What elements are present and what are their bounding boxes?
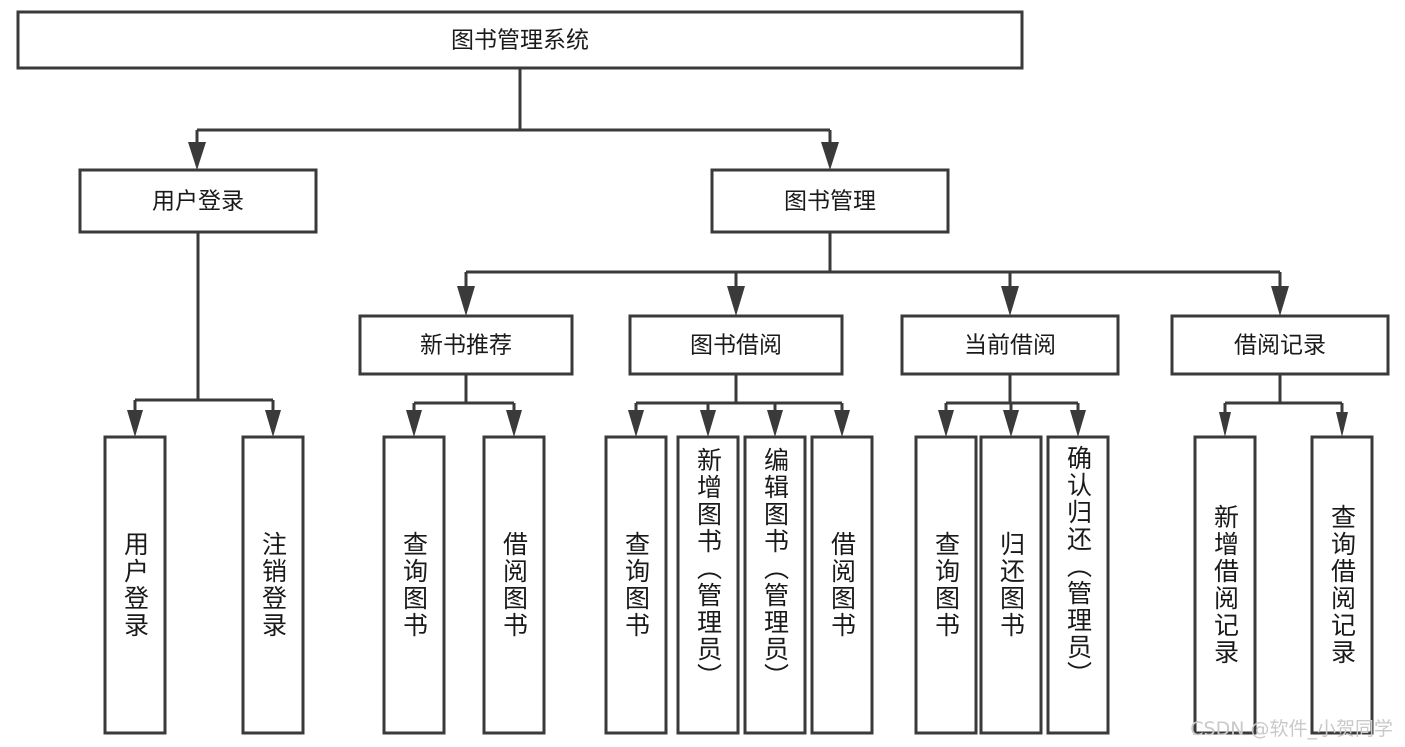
arrow-to-leaf-query-book-3 bbox=[938, 410, 954, 437]
arrow-to-current-borrow bbox=[1001, 286, 1019, 316]
arrow-to-user-login bbox=[188, 142, 206, 170]
arrow-to-leaf-user-login bbox=[127, 410, 143, 437]
arrow-to-leaf-return-book bbox=[1003, 410, 1019, 437]
node-current-borrow-label: 当前借阅 bbox=[964, 333, 1056, 359]
arrow-to-book-borrow bbox=[727, 286, 745, 316]
leaf-box-add-record[interactable] bbox=[1193, 435, 1257, 735]
arrow-to-borrow-record bbox=[1271, 286, 1289, 316]
node-book-borrow-label: 图书借阅 bbox=[690, 333, 782, 359]
arrow-to-leaf-borrow-book-2 bbox=[834, 410, 850, 437]
arrow-to-leaf-add-record bbox=[1219, 412, 1231, 437]
leaf-box-user-login[interactable] bbox=[103, 435, 167, 735]
arrow-to-leaf-borrow-book-1 bbox=[506, 410, 522, 437]
node-new-book-recommend-label: 新书推荐 bbox=[420, 333, 512, 359]
node-book-manage-label: 图书管理 bbox=[784, 189, 876, 215]
node-root-box[interactable] bbox=[16, 10, 1024, 70]
leaf-box-add-book[interactable] bbox=[676, 435, 740, 735]
node-new-book-recommend-box[interactable] bbox=[358, 314, 574, 376]
csdn-watermark: CSDN @软件_小贺同学 bbox=[1190, 718, 1393, 740]
node-current-borrow-box[interactable] bbox=[900, 314, 1120, 376]
arrow-to-leaf-query-record bbox=[1336, 412, 1348, 437]
leaf-box-borrow-book-2[interactable] bbox=[810, 435, 874, 735]
arrow-to-leaf-add-book bbox=[700, 410, 716, 437]
arrow-to-new-book-recommend bbox=[457, 286, 475, 316]
leaf-box-query-book-3[interactable] bbox=[914, 435, 978, 735]
arrow-to-leaf-query-book-2 bbox=[628, 410, 644, 437]
leaf-box-query-book-1[interactable] bbox=[382, 435, 446, 735]
node-borrow-record-box[interactable] bbox=[1170, 314, 1390, 376]
leaf-box-logout-login[interactable] bbox=[241, 435, 305, 735]
leaf-box-query-book-2[interactable] bbox=[604, 435, 668, 735]
node-root-label: 图书管理系统 bbox=[451, 28, 589, 54]
leaf-box-return-book[interactable] bbox=[979, 435, 1043, 735]
node-book-borrow-box[interactable] bbox=[628, 314, 844, 376]
leaf-box-borrow-book-1[interactable] bbox=[482, 435, 546, 735]
arrow-to-leaf-query-book-1 bbox=[406, 410, 422, 437]
leaf-box-query-record[interactable] bbox=[1310, 435, 1374, 735]
leaf-box-edit-book[interactable] bbox=[743, 435, 807, 735]
node-user-login-label: 用户登录 bbox=[152, 189, 244, 215]
arrow-to-book-manage bbox=[821, 142, 839, 170]
node-borrow-record-label: 借阅记录 bbox=[1234, 333, 1326, 359]
leaf-box-confirm-return[interactable] bbox=[1046, 435, 1110, 735]
node-book-manage-box[interactable] bbox=[710, 168, 950, 234]
arrow-to-leaf-logout-login bbox=[265, 410, 281, 437]
arrow-to-leaf-edit-book bbox=[767, 410, 783, 437]
arrow-to-leaf-confirm-return bbox=[1070, 410, 1086, 437]
